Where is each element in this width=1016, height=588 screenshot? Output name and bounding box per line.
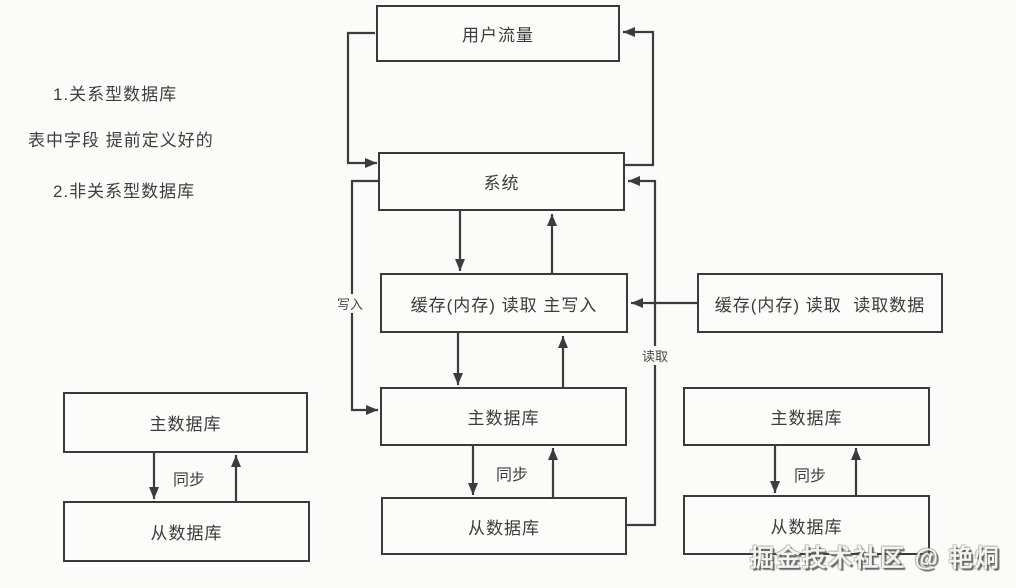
node-cache-main-label: 缓存(内存) 读取 主写入 [410, 295, 598, 315]
edge-system-to-user-traffic [623, 27, 655, 167]
node-user-traffic-label: 用户流量 [462, 26, 534, 45]
note-predefined-fields: 表中字段 提前定义好的 [28, 131, 214, 150]
node-slave-db-left-label: 从数据库 [150, 524, 223, 543]
node-master-db-mid: 主数据库 [380, 387, 627, 446]
node-slave-db-left: 从数据库 [63, 501, 310, 562]
node-cache-right-label: 缓存(内存) 读取 读取数据 [714, 295, 926, 315]
node-slave-db-mid: 从数据库 [381, 497, 627, 555]
node-master-db-right: 主数据库 [683, 387, 930, 446]
note-non-relational-db: 2.非关系型数据库 [53, 182, 196, 201]
node-slave-db-mid-label: 从数据库 [468, 518, 540, 538]
node-master-db-left-label: 主数据库 [149, 415, 222, 434]
edge-label-sync-left: 同步 [173, 472, 206, 489]
node-master-db-left: 主数据库 [63, 392, 308, 453]
node-master-db-mid-label: 主数据库 [467, 409, 540, 428]
node-slave-db-right: 从数据库 [683, 495, 930, 555]
node-cache-main: 缓存(内存) 读取 主写入 [380, 273, 628, 333]
edge-label-read: 读取 [641, 346, 670, 365]
watermark-juejin-community: 掘金技术社区 @ 艳烔 [750, 545, 1001, 572]
edge-label-write: 写入 [336, 294, 365, 313]
node-system-label: 系统 [483, 174, 520, 193]
edge-label-sync-right: 同步 [794, 468, 827, 485]
node-system: 系统 [378, 152, 625, 211]
node-slave-db-right-label: 从数据库 [770, 517, 843, 537]
edge-user-traffic-to-system [346, 31, 377, 168]
note-relational-db: 1.关系型数据库 [53, 85, 178, 104]
node-master-db-right-label: 主数据库 [770, 409, 843, 428]
node-user-traffic: 用户流量 [376, 5, 620, 62]
node-cache-right: 缓存(内存) 读取 读取数据 [697, 273, 943, 333]
edge-label-sync-mid: 同步 [496, 467, 529, 484]
